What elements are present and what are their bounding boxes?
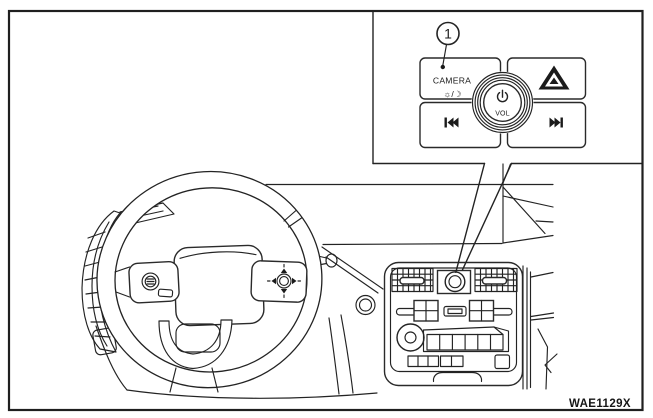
right-air-vent (474, 267, 518, 293)
callout-number: 1 (444, 26, 452, 42)
audio-unit (396, 323, 510, 353)
start-button (355, 294, 376, 316)
figure-border (7, 9, 644, 412)
left-air-vent (391, 267, 434, 293)
preset-buttons (426, 333, 504, 351)
center-console-camera-volume-knob (436, 269, 472, 295)
wiper-stalk-icon (319, 253, 338, 268)
vent-slider (399, 276, 425, 285)
dashboard-scene (81, 163, 558, 399)
callout-leader-line (442, 43, 448, 67)
figure-code: WAE1129X (569, 398, 631, 410)
callout-leader-dot (440, 64, 445, 70)
next-track-icon (549, 117, 563, 128)
center-console (383, 261, 524, 387)
power-icon (496, 89, 509, 103)
passenger-side-trim (522, 265, 558, 390)
dashboard-lines (92, 163, 554, 399)
callout-pointer (455, 162, 513, 273)
day-night-brightness-icon: ☼/☽ (444, 89, 462, 99)
left-spoke-controls (114, 261, 180, 304)
four-way-control-icon (266, 263, 302, 299)
volume-power-knob: VOL (471, 71, 534, 134)
camera-button-label: CAMERA (433, 76, 471, 86)
lower-spoke (158, 319, 233, 393)
right-spoke-controls (250, 260, 308, 303)
callout-number-badge: 1 (436, 21, 460, 70)
vol-label: VOL (495, 111, 510, 118)
left-spoke-button-icon (141, 272, 160, 291)
console-trim (432, 371, 483, 383)
steering-wheel (96, 170, 323, 393)
console-lower-buttons (407, 354, 511, 370)
vent-slider (481, 276, 508, 285)
callout-box: CAMERA ☼/☽ VOL (372, 10, 643, 273)
climate-controls (395, 299, 513, 322)
hazard-warning-triangle-icon (538, 65, 570, 90)
steering-wheel-rim (96, 170, 323, 389)
switch-panel: CAMERA ☼/☽ VOL (419, 57, 587, 149)
previous-track-icon (444, 117, 459, 128)
